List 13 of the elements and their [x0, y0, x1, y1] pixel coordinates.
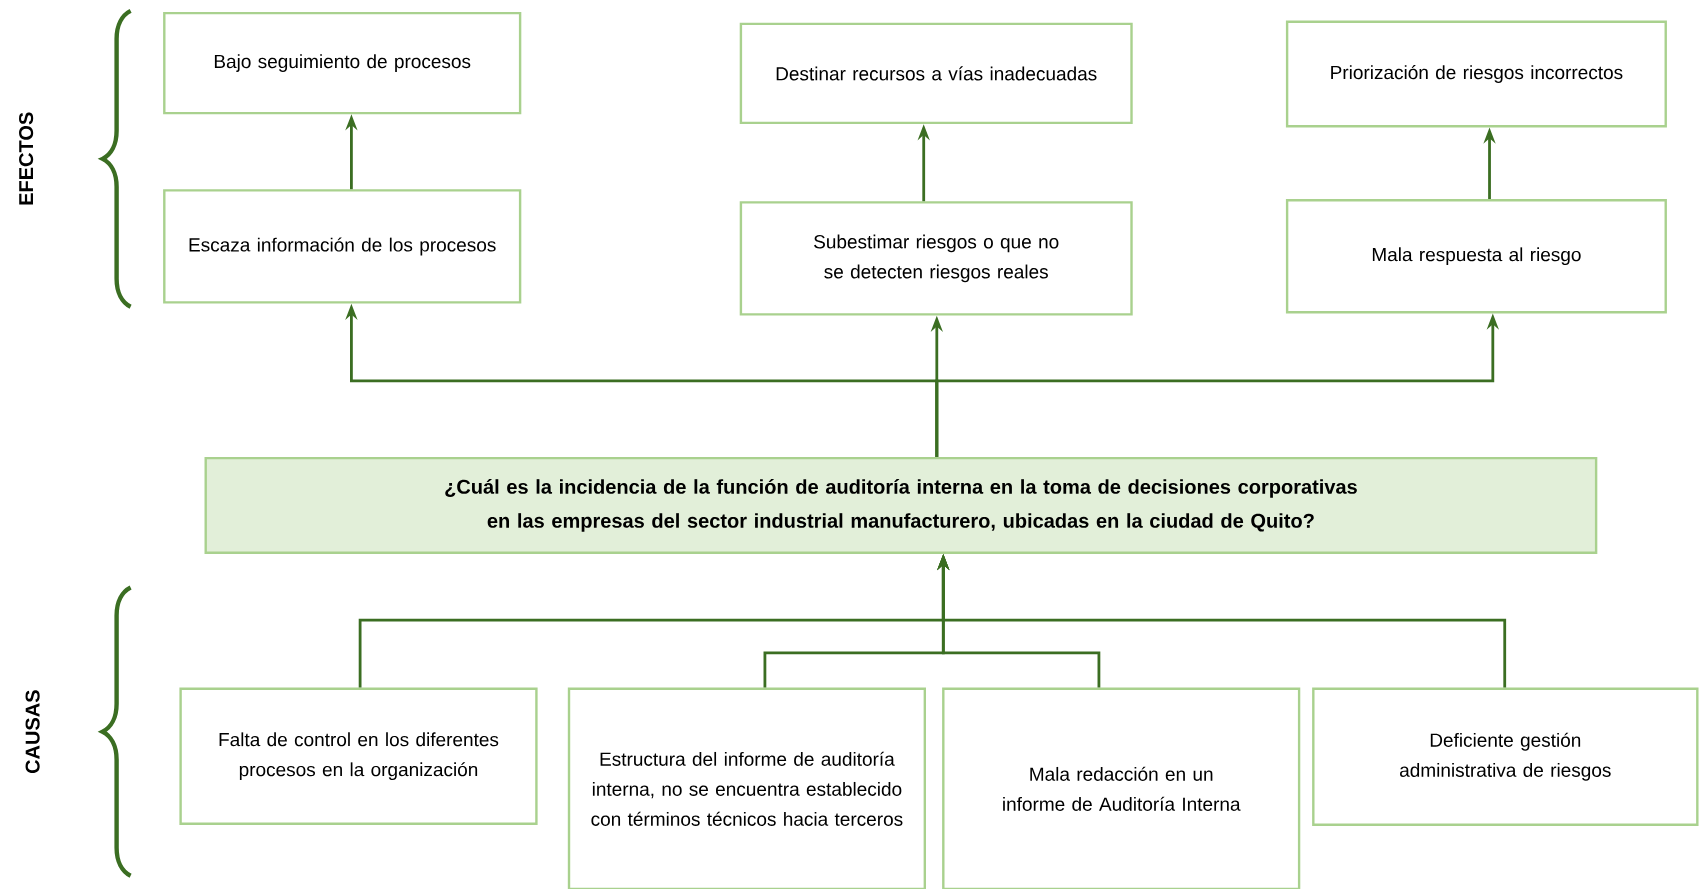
side-label: CAUSAS — [25, 690, 40, 774]
side-label: EFECTOS — [19, 112, 34, 205]
text-box: Priorización de riesgos incorrectos — [1285, 20, 1667, 128]
question-box: ¿Cuál es la incidencia de la función de auditoría interna en la toma de decisiones corporativas en las empresas del sector industrial manufacturero, ubicadas en la ciudad de Quito? — [204, 456, 1598, 554]
text-box: Escaza información de los procesos — [163, 189, 522, 304]
text-box: Destinar recursos a vías inadecuadas — [739, 22, 1133, 125]
text-box: Falta de control en los diferentes procesos en la organización — [179, 687, 538, 825]
text-box: Mala respuesta al riesgo — [1285, 199, 1667, 314]
text-box: Estructura del informe de auditoría interna, no se encuentra establecido con términos técnicos hacia terceros — [567, 687, 927, 889]
text-box: Mala redacción en un informe de Auditoría Interna — [942, 687, 1301, 889]
text-box: Bajo seguimiento de procesos — [163, 11, 522, 115]
text-box: Subestimar riesgos o que no se detecten riesgos reales — [739, 201, 1133, 316]
text-box: Deficiente gestión administrativa de riesgos — [1312, 687, 1699, 826]
